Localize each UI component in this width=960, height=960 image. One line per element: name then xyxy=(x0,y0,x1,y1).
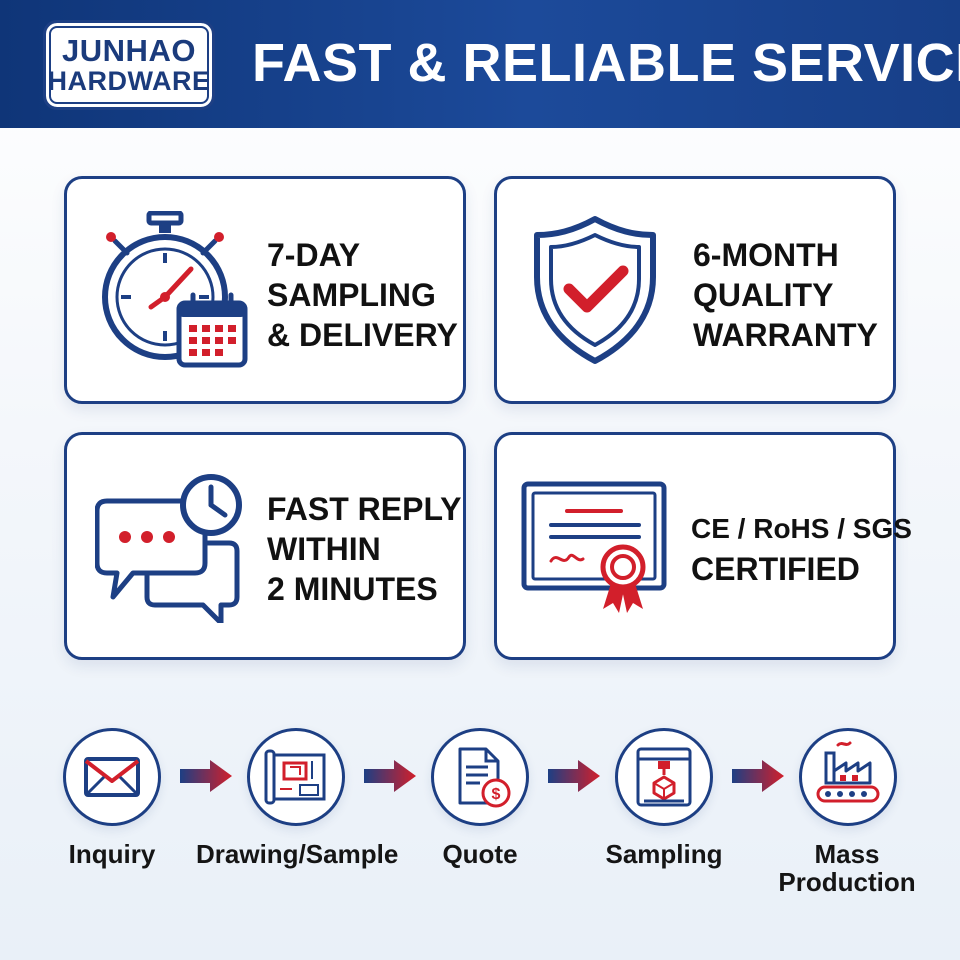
3d-printer-icon xyxy=(636,747,692,807)
card-line: WARRANTY xyxy=(693,317,878,353)
shield-check-icon xyxy=(534,216,656,364)
card-line: WITHIN xyxy=(267,531,381,567)
card-line: 6-MONTH xyxy=(693,237,839,273)
step-label-line: Production xyxy=(778,867,916,897)
feature-card-certified: CE / RoHS / SGS CERTIFIED xyxy=(494,432,912,660)
step-label-sampling: Sampling xyxy=(605,839,723,869)
logo-text-line2: HARDWARE xyxy=(47,66,211,96)
card-reply-text: FAST REPLY WITHIN 2 MINUTES xyxy=(267,489,461,609)
card-line: SAMPLING xyxy=(267,277,436,313)
step-sampling-circle xyxy=(615,728,713,826)
step-label-line: Mass xyxy=(814,839,880,869)
svg-text:$: $ xyxy=(492,786,501,803)
feature-card-sampling: 7-DAY SAMPLING & DELIVERY xyxy=(64,176,466,404)
card-line: CE / RoHS / SGS xyxy=(691,513,912,544)
card-line: CERTIFIED xyxy=(691,551,860,587)
arrow-right-icon xyxy=(180,760,232,792)
header-banner: JUNHAO HARDWARE FAST & RELIABLE SERVICE xyxy=(0,0,960,128)
card-line: 7-DAY xyxy=(267,237,361,273)
step-label-production: Mass Production xyxy=(772,840,922,896)
stopwatch-calendar-icon xyxy=(102,211,248,368)
certificate-ribbon-icon xyxy=(521,481,667,613)
quote-document-icon: $ xyxy=(458,747,511,808)
feature-card-warranty: 6-MONTH QUALITY WARRANTY xyxy=(494,176,896,404)
card-line: QUALITY xyxy=(693,277,834,313)
arrow-right-icon xyxy=(548,760,600,792)
step-label-quote: Quote xyxy=(442,839,518,869)
step-production-circle xyxy=(799,728,897,826)
step-label-drawing: Drawing/Sample xyxy=(196,839,399,869)
step-inquiry-circle xyxy=(63,728,161,826)
card-certified-text: CE / RoHS / SGS CERTIFIED xyxy=(691,509,912,589)
card-line: & DELIVERY xyxy=(267,317,458,353)
logo-text-line1: JUNHAO xyxy=(62,33,196,68)
arrow-right-icon xyxy=(732,760,784,792)
card-line: FAST REPLY xyxy=(267,491,462,527)
card-warranty-text: 6-MONTH QUALITY WARRANTY xyxy=(693,235,878,355)
step-drawing-circle xyxy=(247,728,345,826)
factory-icon xyxy=(816,741,880,803)
arrow-right-icon xyxy=(364,760,416,792)
card-line: 2 MINUTES xyxy=(267,571,438,607)
envelope-icon xyxy=(84,757,140,797)
blueprint-icon xyxy=(264,749,326,805)
step-label-inquiry: Inquiry xyxy=(68,839,156,869)
step-quote-circle: $ xyxy=(431,728,529,826)
feature-card-reply: FAST REPLY WITHIN 2 MINUTES xyxy=(64,432,466,660)
card-sampling-text: 7-DAY SAMPLING & DELIVERY xyxy=(267,235,458,355)
brand-logo: JUNHAO HARDWARE xyxy=(43,20,215,110)
page-headline: FAST & RELIABLE SERVICE xyxy=(252,33,960,93)
chat-clock-icon xyxy=(95,474,242,623)
